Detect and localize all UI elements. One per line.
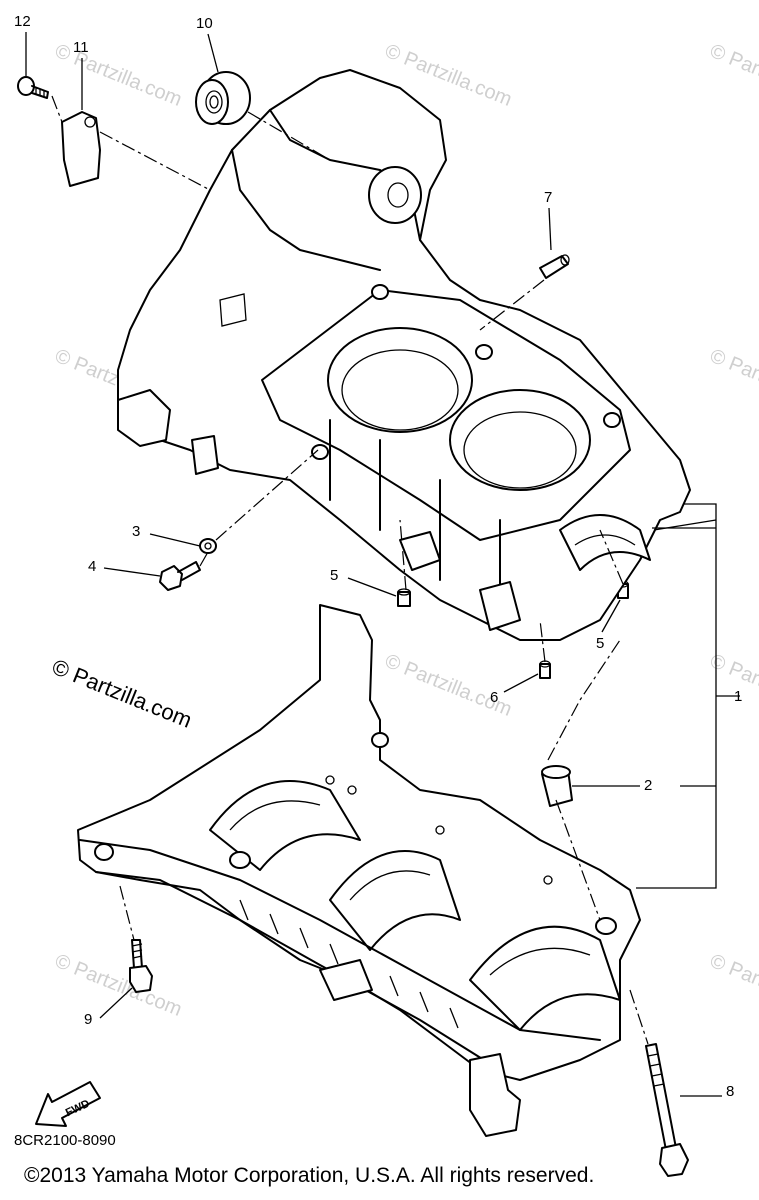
callout-5-right: 5 <box>596 635 605 652</box>
callout-3: 3 <box>132 523 141 540</box>
part-2-plug <box>541 765 573 807</box>
callout-5-left: 5 <box>330 567 339 584</box>
lower-crankcase <box>77 604 641 1137</box>
part-8-bolt <box>645 1043 689 1177</box>
leader-lines <box>25 32 740 1097</box>
callout-4: 4 <box>88 558 97 575</box>
part-11-plate <box>61 111 101 187</box>
part-3-washer <box>199 538 217 554</box>
fwd-arrow-icon: FWD <box>35 1081 101 1127</box>
callout-10: 10 <box>196 15 213 32</box>
callout-1: 1 <box>734 688 743 705</box>
callout-2: 2 <box>644 777 653 794</box>
callout-8: 8 <box>726 1083 735 1100</box>
part-12-bolt <box>17 76 49 99</box>
part-4-bolt <box>159 561 201 591</box>
part-10-bearing <box>195 71 251 125</box>
part-9-bolt <box>129 939 153 993</box>
callout-11: 11 <box>73 39 89 56</box>
part-5-dowel-left <box>397 588 411 607</box>
callout-12: 12 <box>14 13 31 30</box>
part-6-dowel <box>539 660 551 679</box>
copyright-notice: ©2013 Yamaha Motor Corporation, U.S.A. A… <box>24 1164 595 1187</box>
callout-7: 7 <box>544 189 553 206</box>
part-code: 8CR2100-8090 <box>14 1132 116 1149</box>
assembly-lines <box>51 95 649 1045</box>
callout-9: 9 <box>84 1011 93 1028</box>
callout-6: 6 <box>490 689 499 706</box>
upper-crankcase <box>117 69 691 641</box>
part-7-dowel <box>539 254 570 279</box>
